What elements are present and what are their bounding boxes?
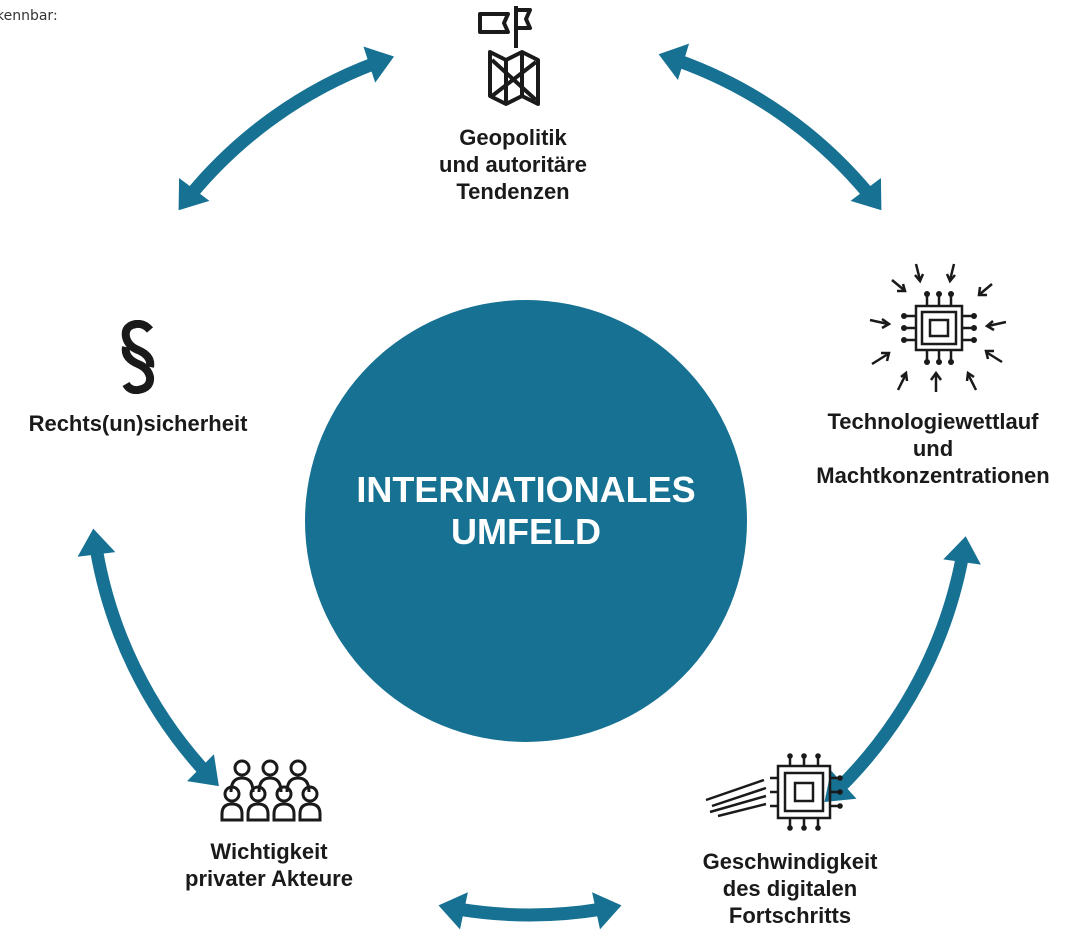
arrow-shaft <box>457 902 603 922</box>
arrow-shaft <box>89 548 210 776</box>
arrow-head <box>592 892 622 930</box>
arrow-head <box>178 178 210 211</box>
private-line-2: privater Akteure <box>185 866 353 891</box>
arrow-private-recht <box>77 528 219 787</box>
node-label-geschwindigkeit: Geschwindigkeit des digitalen Fortschrit… <box>680 848 900 929</box>
header-fragment-text: kennbar: <box>0 8 58 24</box>
people-group-icon <box>220 759 322 822</box>
flag-map-icon <box>478 6 540 106</box>
technologie-line-3: Machtkonzentrationen <box>816 463 1050 488</box>
arrow-head <box>850 178 882 211</box>
arrow-head <box>363 46 395 83</box>
center-title: INTERNATIONALES UMFELD <box>356 469 696 552</box>
technologie-line-1: Technologiewettlauf <box>827 409 1039 434</box>
arrow-shaft <box>676 54 874 199</box>
private-line-1: Wichtigkeit <box>210 839 328 864</box>
arrow-head <box>77 528 116 557</box>
geschwindigkeit-line-3: Fortschritts <box>728 903 852 928</box>
recht-line-1: Rechts(un)sicherheit <box>28 411 248 436</box>
geopolitik-line-2: und autoritäre <box>439 152 587 177</box>
arrow-geschwindigkeit-private <box>438 892 622 930</box>
geschwindigkeit-line-1: Geschwindigkeit <box>702 849 878 874</box>
geopolitik-line-3: Tendenzen <box>456 179 570 204</box>
arrow-shaft <box>186 57 377 199</box>
arrow-head <box>943 536 981 565</box>
arrow-head <box>438 892 468 930</box>
geopolitik-line-1: Geopolitik <box>459 125 567 150</box>
node-label-recht: Rechts(un)sicherheit <box>0 410 276 437</box>
speeding-chip-icon <box>705 753 843 831</box>
technologie-line-2: und <box>912 436 954 461</box>
arrow-geopolitik-technologie <box>658 43 882 211</box>
node-label-private: Wichtigkeit privater Akteure <box>166 838 372 892</box>
geschwindigkeit-line-2: des digitalen <box>722 876 858 901</box>
arrow-head <box>658 43 690 80</box>
node-label-geopolitik: Geopolitik und autoritäre Tendenzen <box>418 124 608 205</box>
center-circle: INTERNATIONALES UMFELD <box>305 300 747 742</box>
arrow-shaft <box>834 555 969 793</box>
arrow-recht-geopolitik <box>178 46 395 211</box>
node-label-technologie: Technologiewettlauf und Machtkonzentrati… <box>798 408 1068 489</box>
paragraph-icon <box>121 320 155 394</box>
chip-arrows-in-icon <box>869 263 1007 392</box>
arrow-head <box>187 754 219 787</box>
